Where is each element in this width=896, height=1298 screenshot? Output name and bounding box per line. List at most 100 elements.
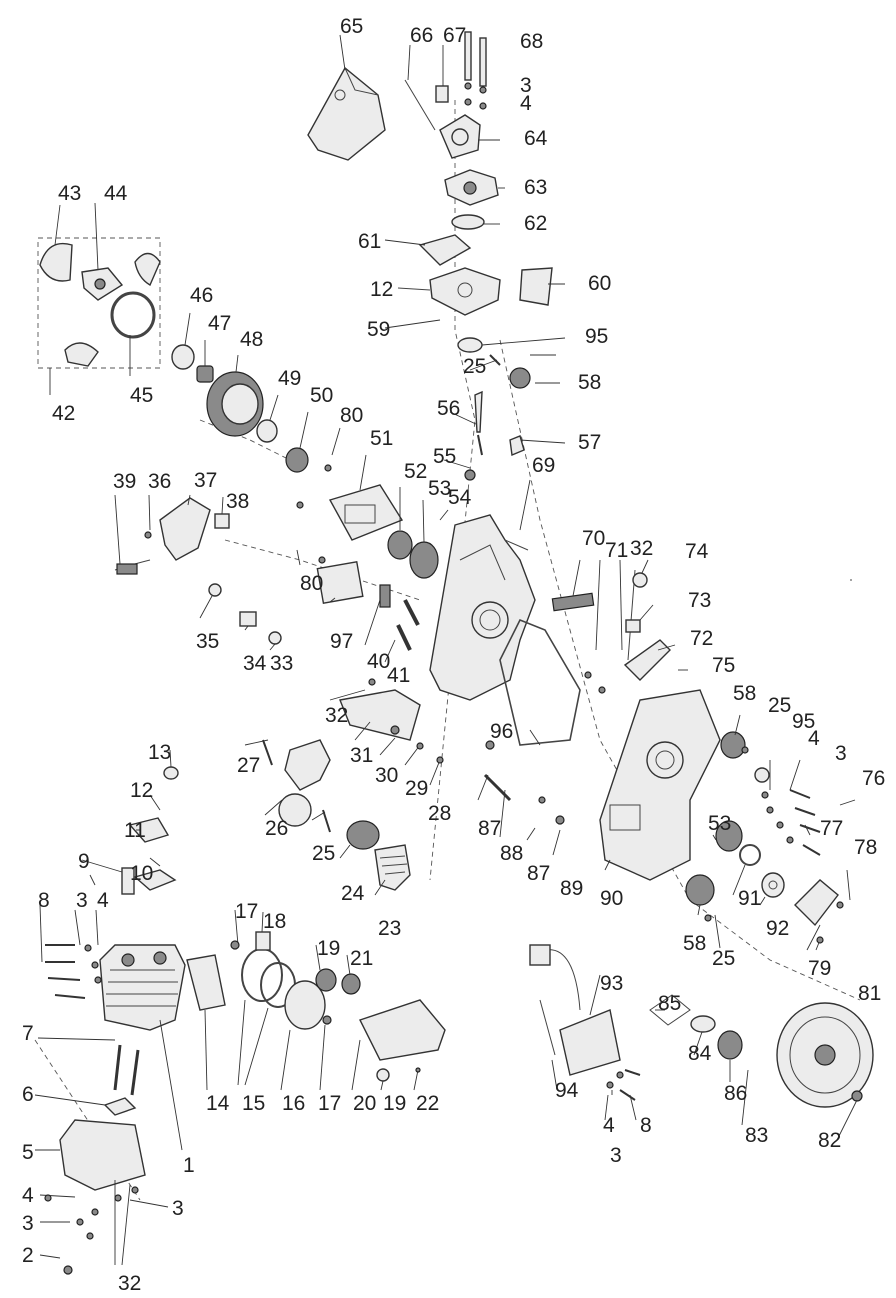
part-label-50: 50 bbox=[310, 384, 333, 407]
part-label-15: 15 bbox=[242, 1092, 265, 1115]
part-label-11: 11 bbox=[124, 819, 146, 842]
part-label-56: 56 bbox=[437, 397, 460, 420]
part-label-19: 19 bbox=[383, 1092, 406, 1115]
part-label-91: 91 bbox=[738, 887, 761, 910]
part-label-74: 74 bbox=[685, 540, 709, 563]
part-label-16: 16 bbox=[282, 1092, 305, 1115]
part-84-85-86-starter bbox=[649, 994, 743, 1060]
part-label-51: 51 bbox=[370, 427, 393, 450]
part-label-8: 8 bbox=[640, 1114, 652, 1137]
part-label-7: 7 bbox=[22, 1022, 34, 1045]
part-label-81: 81 bbox=[858, 982, 881, 1005]
part-label-21: 21 bbox=[350, 947, 373, 970]
part-label-19: 19 bbox=[317, 937, 340, 960]
part-label-12: 12 bbox=[130, 779, 153, 802]
part-33-39-oil-pump bbox=[114, 497, 282, 645]
part-label-97: 97 bbox=[330, 630, 353, 653]
part-42-45-clutch bbox=[39, 242, 161, 367]
part-label-76: 76 bbox=[862, 767, 885, 790]
part-label-18: 18 bbox=[263, 910, 286, 933]
part-label-65: 65 bbox=[340, 15, 363, 38]
part-label-38: 38 bbox=[226, 490, 249, 513]
part-label-29: 29 bbox=[405, 777, 428, 800]
part-label-90: 90 bbox=[600, 887, 623, 910]
part-label-25: 25 bbox=[712, 947, 735, 970]
part-label-52: 52 bbox=[404, 460, 427, 483]
part-label-58: 58 bbox=[578, 371, 601, 394]
part-46-50-sprocket bbox=[171, 344, 309, 473]
part-66-67-68-rods bbox=[404, 31, 487, 131]
part-label-59: 59 bbox=[367, 318, 390, 341]
part-label-3: 3 bbox=[76, 889, 88, 912]
part-label-73: 73 bbox=[688, 589, 711, 612]
part-1-cylinder bbox=[99, 944, 186, 1031]
part-label-54: 54 bbox=[448, 486, 472, 509]
part-93-ignition-coil bbox=[529, 944, 621, 1076]
part-label-27: 27 bbox=[237, 754, 260, 777]
part-label-32: 32 bbox=[630, 537, 653, 560]
part-label-8: 8 bbox=[38, 889, 50, 912]
part-label-48: 48 bbox=[240, 328, 263, 351]
part-label-44: 44 bbox=[104, 182, 128, 205]
part-label-86: 86 bbox=[724, 1082, 747, 1105]
part-label-3: 3 bbox=[610, 1144, 622, 1167]
part-label-4: 4 bbox=[97, 889, 109, 912]
part-label-58: 58 bbox=[733, 682, 756, 705]
part-label-49: 49 bbox=[278, 367, 301, 390]
leader-lines bbox=[34, 34, 858, 1266]
fasteners bbox=[44, 354, 844, 1275]
part-label-9: 9 bbox=[78, 850, 90, 873]
part-label-17: 17 bbox=[235, 900, 258, 923]
part-label-79: 79 bbox=[808, 957, 831, 980]
part-label-55: 55 bbox=[433, 445, 456, 468]
part-label-53: 53 bbox=[708, 812, 731, 835]
part-label-93: 93 bbox=[600, 972, 623, 995]
part-label-4: 4 bbox=[808, 727, 820, 750]
part-label-30: 30 bbox=[375, 764, 398, 787]
part-26-31-sprocket-cover bbox=[278, 560, 421, 827]
part-label-17: 17 bbox=[318, 1092, 341, 1115]
part-label-88: 88 bbox=[500, 842, 523, 865]
part-label-57: 57 bbox=[578, 431, 601, 454]
part-label-26: 26 bbox=[265, 817, 288, 840]
part-label-87: 87 bbox=[527, 862, 550, 885]
part-62-61-60-59-intake bbox=[397, 214, 553, 353]
part-label-45: 45 bbox=[130, 384, 153, 407]
part-label-78: 78 bbox=[854, 836, 877, 859]
part-72-73-74-handle bbox=[623, 569, 671, 681]
part-label-24: 24 bbox=[341, 882, 365, 905]
part-label-61: 61 bbox=[358, 230, 381, 253]
part-label-4: 4 bbox=[603, 1114, 615, 1137]
part-label-25: 25 bbox=[768, 694, 791, 717]
part-label-35: 35 bbox=[196, 630, 219, 653]
part-label-32: 32 bbox=[118, 1272, 141, 1295]
part-label-62: 62 bbox=[524, 212, 547, 235]
part-label-80: 80 bbox=[300, 572, 323, 595]
part-label-63: 63 bbox=[524, 176, 547, 199]
part-label-28: 28 bbox=[428, 802, 451, 825]
part-label-3: 3 bbox=[172, 1197, 184, 1220]
part-label-68: 68 bbox=[520, 30, 543, 53]
part-19-22-crankshaft bbox=[315, 968, 446, 1082]
part-81-flywheel bbox=[776, 1002, 874, 1108]
part-53-58-bearings-right bbox=[685, 731, 770, 906]
part-70-tank-fins bbox=[551, 592, 595, 612]
part-label-22: 22 bbox=[416, 1092, 439, 1115]
part-90-right-housing bbox=[599, 689, 721, 881]
part-51-52-53-brake-bearings bbox=[328, 484, 439, 579]
part-label-13: 13 bbox=[148, 741, 171, 764]
part-label-33: 33 bbox=[270, 652, 293, 675]
part-label-80: 80 bbox=[340, 404, 363, 427]
part-label-96: 96 bbox=[490, 720, 513, 743]
part-label-25: 25 bbox=[463, 355, 486, 378]
part-label-84: 84 bbox=[688, 1042, 712, 1065]
part-label-69: 69 bbox=[532, 454, 555, 477]
part-14-16-piston-rings bbox=[186, 931, 326, 1030]
part-label-12: 12 bbox=[370, 278, 393, 301]
part-label-1: 1 bbox=[183, 1154, 195, 1177]
part-label-58: 58 bbox=[683, 932, 706, 955]
part-label-82: 82 bbox=[818, 1129, 841, 1152]
part-label-14: 14 bbox=[206, 1092, 230, 1115]
